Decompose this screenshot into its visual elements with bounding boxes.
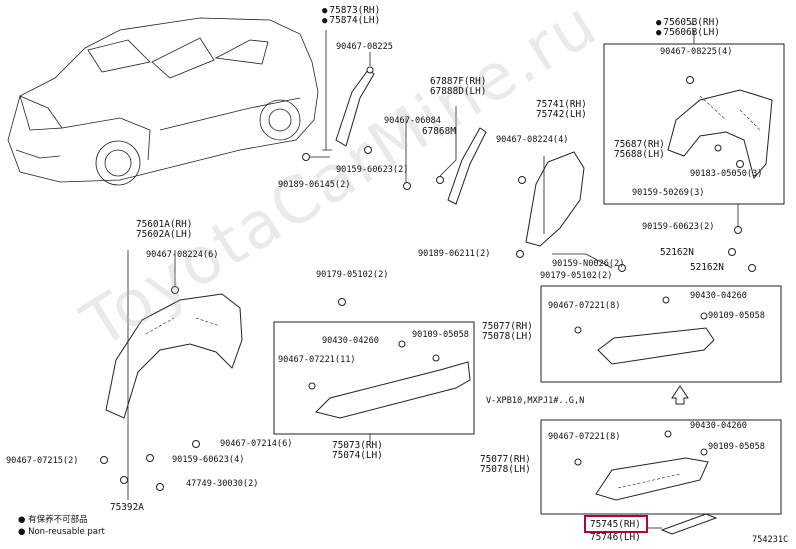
label-90467-07221-8b: 90467-07221(8) xyxy=(548,432,621,442)
label-75078-b: 75078(LH) xyxy=(480,464,531,475)
label-90159-N0026: 90159-N0026(2) xyxy=(552,259,625,269)
front-arch-part xyxy=(105,293,243,419)
label-90159-60623-4: 90159-60623(4) xyxy=(172,455,245,465)
label-90430-04260-c: 90430-04260 xyxy=(690,421,747,431)
label-90467-07214: 90467-07214(6) xyxy=(220,439,293,449)
arrow-up-icon xyxy=(671,385,689,405)
side-75077-upper-part xyxy=(597,327,715,365)
label-90109-05058-b: 90109-05058 xyxy=(708,311,765,321)
label-90467-07221-8a: 90467-07221(8) xyxy=(548,301,621,311)
label-90189-06145: 90189-06145(2) xyxy=(278,180,351,190)
label-75078-a: 75078(LH) xyxy=(482,331,533,342)
label-75742: 75742(LH) xyxy=(536,109,587,120)
label-75741: 75741(RH) xyxy=(536,99,587,110)
label-67888: 67888D(LH) xyxy=(430,86,487,97)
label-90159-60623-2b: 90159-60623(2) xyxy=(642,222,715,232)
label-75605: ●75605B(RH) xyxy=(656,17,720,29)
label-90183-05050: 90183-05050(3) xyxy=(690,169,763,179)
label-90179-05102-b: 90179-05102(2) xyxy=(540,271,613,281)
label-47749-30030: 47749-30030(2) xyxy=(186,479,259,489)
label-75606: ●75606B(LH) xyxy=(656,27,720,39)
bullet-icon: ● xyxy=(18,515,29,525)
condition-note: V-XPB10,MXPJ1#..G,N xyxy=(486,396,585,406)
rear-arch-part xyxy=(667,89,773,180)
bullet-icon: ● xyxy=(18,527,29,537)
label-75392A: 75392A xyxy=(110,502,144,513)
vehicle-illustration xyxy=(7,17,319,186)
legend-item-1: ● 有保养不可部品 xyxy=(18,515,88,525)
label-90109-05058-a: 90109-05058 xyxy=(412,330,469,340)
label-75077-b: 75077(RH) xyxy=(480,454,531,465)
label-75688: 75688(LH) xyxy=(614,149,665,160)
label-75073: 75073(RH) xyxy=(332,440,383,451)
label-75687: 75687(RH) xyxy=(614,139,665,150)
rocker-75073-part xyxy=(315,361,471,419)
label-90430-04260-b: 90430-04260 xyxy=(690,291,747,301)
label-90179-05102-a: 90179-05102(2) xyxy=(316,270,389,280)
label-90159-50269: 90159-50269(3) xyxy=(632,188,705,198)
label-67887: 67887F(RH) xyxy=(430,76,487,87)
label-90109-05058-c: 90109-05058 xyxy=(708,442,765,452)
label-75874: ●75874(LH) xyxy=(322,15,381,27)
label-75745[interactable]: 75745(RH) xyxy=(590,519,641,530)
label-90467-07221-11: 90467-07221(11) xyxy=(278,355,356,365)
side-box-upper xyxy=(540,285,782,383)
label-75601: 75601A(RH) xyxy=(136,219,193,230)
label-90189-06211: 90189-06211(2) xyxy=(418,249,491,259)
side-75077-lower-part xyxy=(595,457,709,501)
label-90430-04260-a: 90430-04260 xyxy=(322,336,379,346)
extension-75741-part xyxy=(525,151,585,247)
label-75077-a: 75077(RH) xyxy=(482,321,533,332)
label-90159-60623: 90159-60623(2) xyxy=(336,165,409,175)
label-67868: 67868M xyxy=(422,126,456,137)
label-75873: ●75873(RH) xyxy=(322,5,381,17)
highlight-75745-box xyxy=(584,515,648,533)
label-90467-08225-4: 90467-08225(4) xyxy=(660,47,733,57)
label-90467-06084: 90467-06084 xyxy=(384,116,441,126)
diagram-id: 754231C xyxy=(752,535,789,545)
trim-75745-part xyxy=(660,513,718,535)
side-box-lower xyxy=(540,419,782,515)
label-90467-08225: 90467-08225 xyxy=(336,42,393,52)
rocker-box xyxy=(273,321,475,435)
label-52162N-b: 52162N xyxy=(690,262,724,273)
label-75746: 75746(LH) xyxy=(590,532,641,543)
pillar-garnish-part xyxy=(335,69,375,147)
legend-item-2: ● Non-reusable part xyxy=(18,527,105,537)
label-52162N-a: 52162N xyxy=(660,247,694,258)
label-90467-07215: 90467-07215(2) xyxy=(6,456,79,466)
label-90467-08224-4: 90467-08224(4) xyxy=(496,135,569,145)
label-75074: 75074(LH) xyxy=(332,450,383,461)
label-90467-08224-6: 90467-08224(6) xyxy=(146,250,219,260)
label-75602: 75602A(LH) xyxy=(136,229,193,240)
moulding-67887-part xyxy=(447,127,487,205)
